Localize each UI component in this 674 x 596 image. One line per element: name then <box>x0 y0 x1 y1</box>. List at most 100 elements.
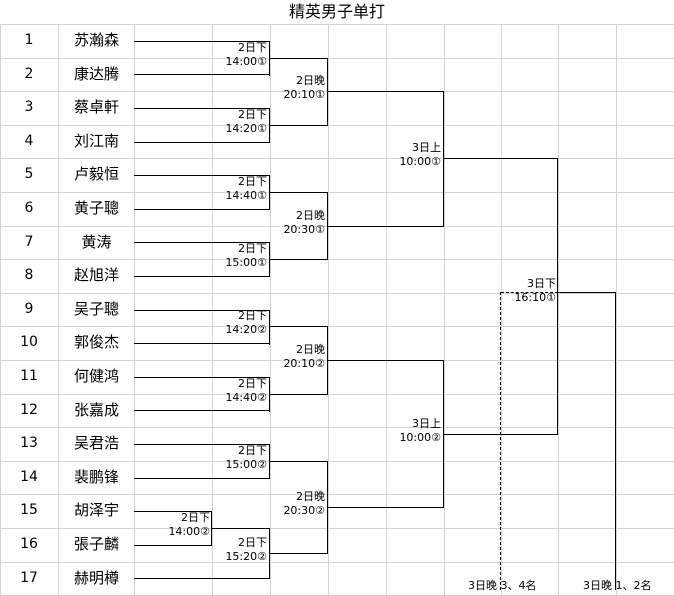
bracket-line <box>134 41 270 42</box>
player-name: 吴子聰 <box>73 299 119 318</box>
seed-number: 8 <box>24 267 34 284</box>
player-name: 吴君浩 <box>73 434 119 453</box>
third-place-line <box>501 292 558 293</box>
bracket-line <box>444 158 558 159</box>
player-name: 黄涛 <box>81 232 112 251</box>
player-name: 郭俊杰 <box>73 333 119 352</box>
bracket-line <box>328 226 444 227</box>
third-place-label: 3日晚 3、4名 <box>468 579 537 592</box>
bracket-line <box>134 310 270 311</box>
seed-number: 12 <box>20 401 38 418</box>
bracket-line <box>134 444 270 445</box>
bracket-line <box>269 242 270 277</box>
bracket-line <box>211 511 212 546</box>
seed-number: 7 <box>24 233 34 250</box>
seed-number: 9 <box>24 300 34 317</box>
bracket-line <box>444 434 558 435</box>
match-time: 14:40② <box>225 391 267 404</box>
bracket-line <box>134 343 270 344</box>
match-time: 10:00② <box>399 431 441 444</box>
player-name: 卢毅恒 <box>73 165 119 184</box>
bracket-line <box>269 528 270 579</box>
bracket-line <box>269 377 270 412</box>
match-day: 2日晚 <box>296 209 325 222</box>
bracket-line <box>269 310 270 345</box>
match-day: 2日下 <box>238 108 267 121</box>
bracket-line <box>134 377 270 378</box>
bracket-line <box>328 91 444 92</box>
match-time: 16:10① <box>514 291 556 304</box>
bracket-line <box>328 360 444 361</box>
seed-number: 2 <box>24 65 34 82</box>
bracket-line <box>557 158 558 434</box>
match-time: 14:00② <box>168 525 210 538</box>
bracket-line <box>134 545 212 546</box>
bracket-line <box>270 192 328 193</box>
bracket-line <box>134 209 270 210</box>
bracket-line <box>270 259 328 260</box>
bracket-line <box>134 108 270 109</box>
bracket-line <box>327 192 328 260</box>
bracket-line <box>134 142 270 143</box>
third-place-line <box>500 292 501 590</box>
bracket-line <box>134 478 270 479</box>
seed-number: 16 <box>20 536 38 552</box>
final-label: 3日晚 1、2名 <box>583 579 652 592</box>
match-day: 3日下 <box>527 277 556 290</box>
bracket-line <box>212 528 270 529</box>
bracket-line <box>270 553 328 554</box>
match-day: 2日下 <box>238 377 267 390</box>
bracket-line <box>269 41 270 76</box>
match-time: 10:00① <box>399 155 441 168</box>
match-day: 2日下 <box>238 41 267 54</box>
player-name: 赵旭洋 <box>73 266 119 285</box>
bracket-line <box>327 58 328 126</box>
bracket-line <box>270 461 328 462</box>
seed-number: 10 <box>20 334 38 351</box>
final-line <box>615 292 616 590</box>
bracket-line <box>270 326 328 327</box>
final-line <box>558 292 616 293</box>
player-name: 張子麟 <box>73 535 119 553</box>
bracket-line <box>443 91 444 226</box>
sheet-title: 精英男子单打 <box>288 2 385 21</box>
seed-number: 1 <box>24 32 34 48</box>
match-time: 14:00① <box>225 55 267 68</box>
seed-number: 13 <box>20 435 38 452</box>
seed-number: 3 <box>24 99 34 116</box>
bracket-line <box>269 108 270 143</box>
seed-number: 15 <box>20 502 38 519</box>
player-name: 刘江南 <box>73 131 119 150</box>
player-name: 苏瀚森 <box>73 31 119 49</box>
bracket-line <box>134 175 270 176</box>
bracket-line <box>270 394 328 395</box>
bracket-line <box>327 326 328 394</box>
match-day: 2日下 <box>238 309 267 322</box>
player-name: 康达腾 <box>73 64 119 83</box>
match-time: 15:00② <box>225 458 267 471</box>
bracket-line <box>134 578 270 579</box>
match-day: 2日晚 <box>296 343 325 356</box>
match-time: 14:20② <box>225 323 267 336</box>
player-name: 张嘉成 <box>73 400 119 419</box>
bracket-line <box>327 461 328 554</box>
player-name: 胡泽宇 <box>73 501 119 520</box>
match-day: 3日上 <box>412 417 441 430</box>
match-time: 20:10② <box>283 357 325 370</box>
match-day: 2日下 <box>238 175 267 188</box>
seed-number: 11 <box>20 368 38 384</box>
